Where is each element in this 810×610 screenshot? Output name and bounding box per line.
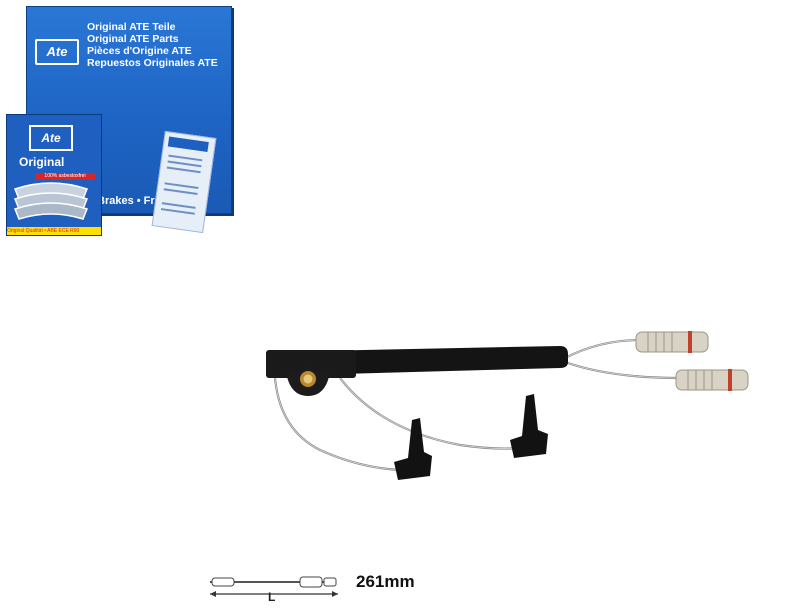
box-line-fr: Pièces d'Origine ATE: [87, 45, 192, 57]
connector-1: [635, 331, 709, 353]
dimension-diagram: [210, 576, 338, 597]
quality-band: Original Qualität • ABE ECE R90: [7, 227, 101, 235]
mounting-grommet: [266, 350, 356, 396]
sensor-probe-2: [510, 394, 548, 458]
dimension-symbol: L: [268, 590, 276, 604]
dimension-value: 261mm: [356, 572, 415, 591]
ate-logo-small: Ate: [29, 125, 73, 151]
sensor-probe-1: [394, 418, 432, 480]
seal-ring-1: [688, 331, 692, 353]
seal-ring-2: [728, 369, 732, 391]
box-line-es: Repuestos Originales ATE: [87, 57, 218, 69]
box-strip-left: Brakes • Frei: [97, 195, 164, 207]
wire-to-connector-1: [564, 338, 641, 359]
box-line-en: Original ATE Parts: [87, 33, 179, 45]
asbestos-free-band: 100% asbestosfrei: [35, 173, 95, 180]
wire-to-sensor-1: [273, 377, 401, 472]
original-label: Original: [19, 155, 65, 169]
box-line-de: Original ATE Teile: [87, 21, 176, 33]
brake-pads-image: [14, 182, 88, 220]
ate-logo: Ate: [35, 39, 79, 65]
wire-to-connector-2: [564, 360, 681, 380]
ate-brake-pad-box: Ate Original 100% asbestosfrei Original …: [6, 114, 102, 236]
box-text-lines: Original ATE Teile Original ATE Parts Pi…: [87, 21, 218, 69]
connector-2: [675, 369, 749, 391]
